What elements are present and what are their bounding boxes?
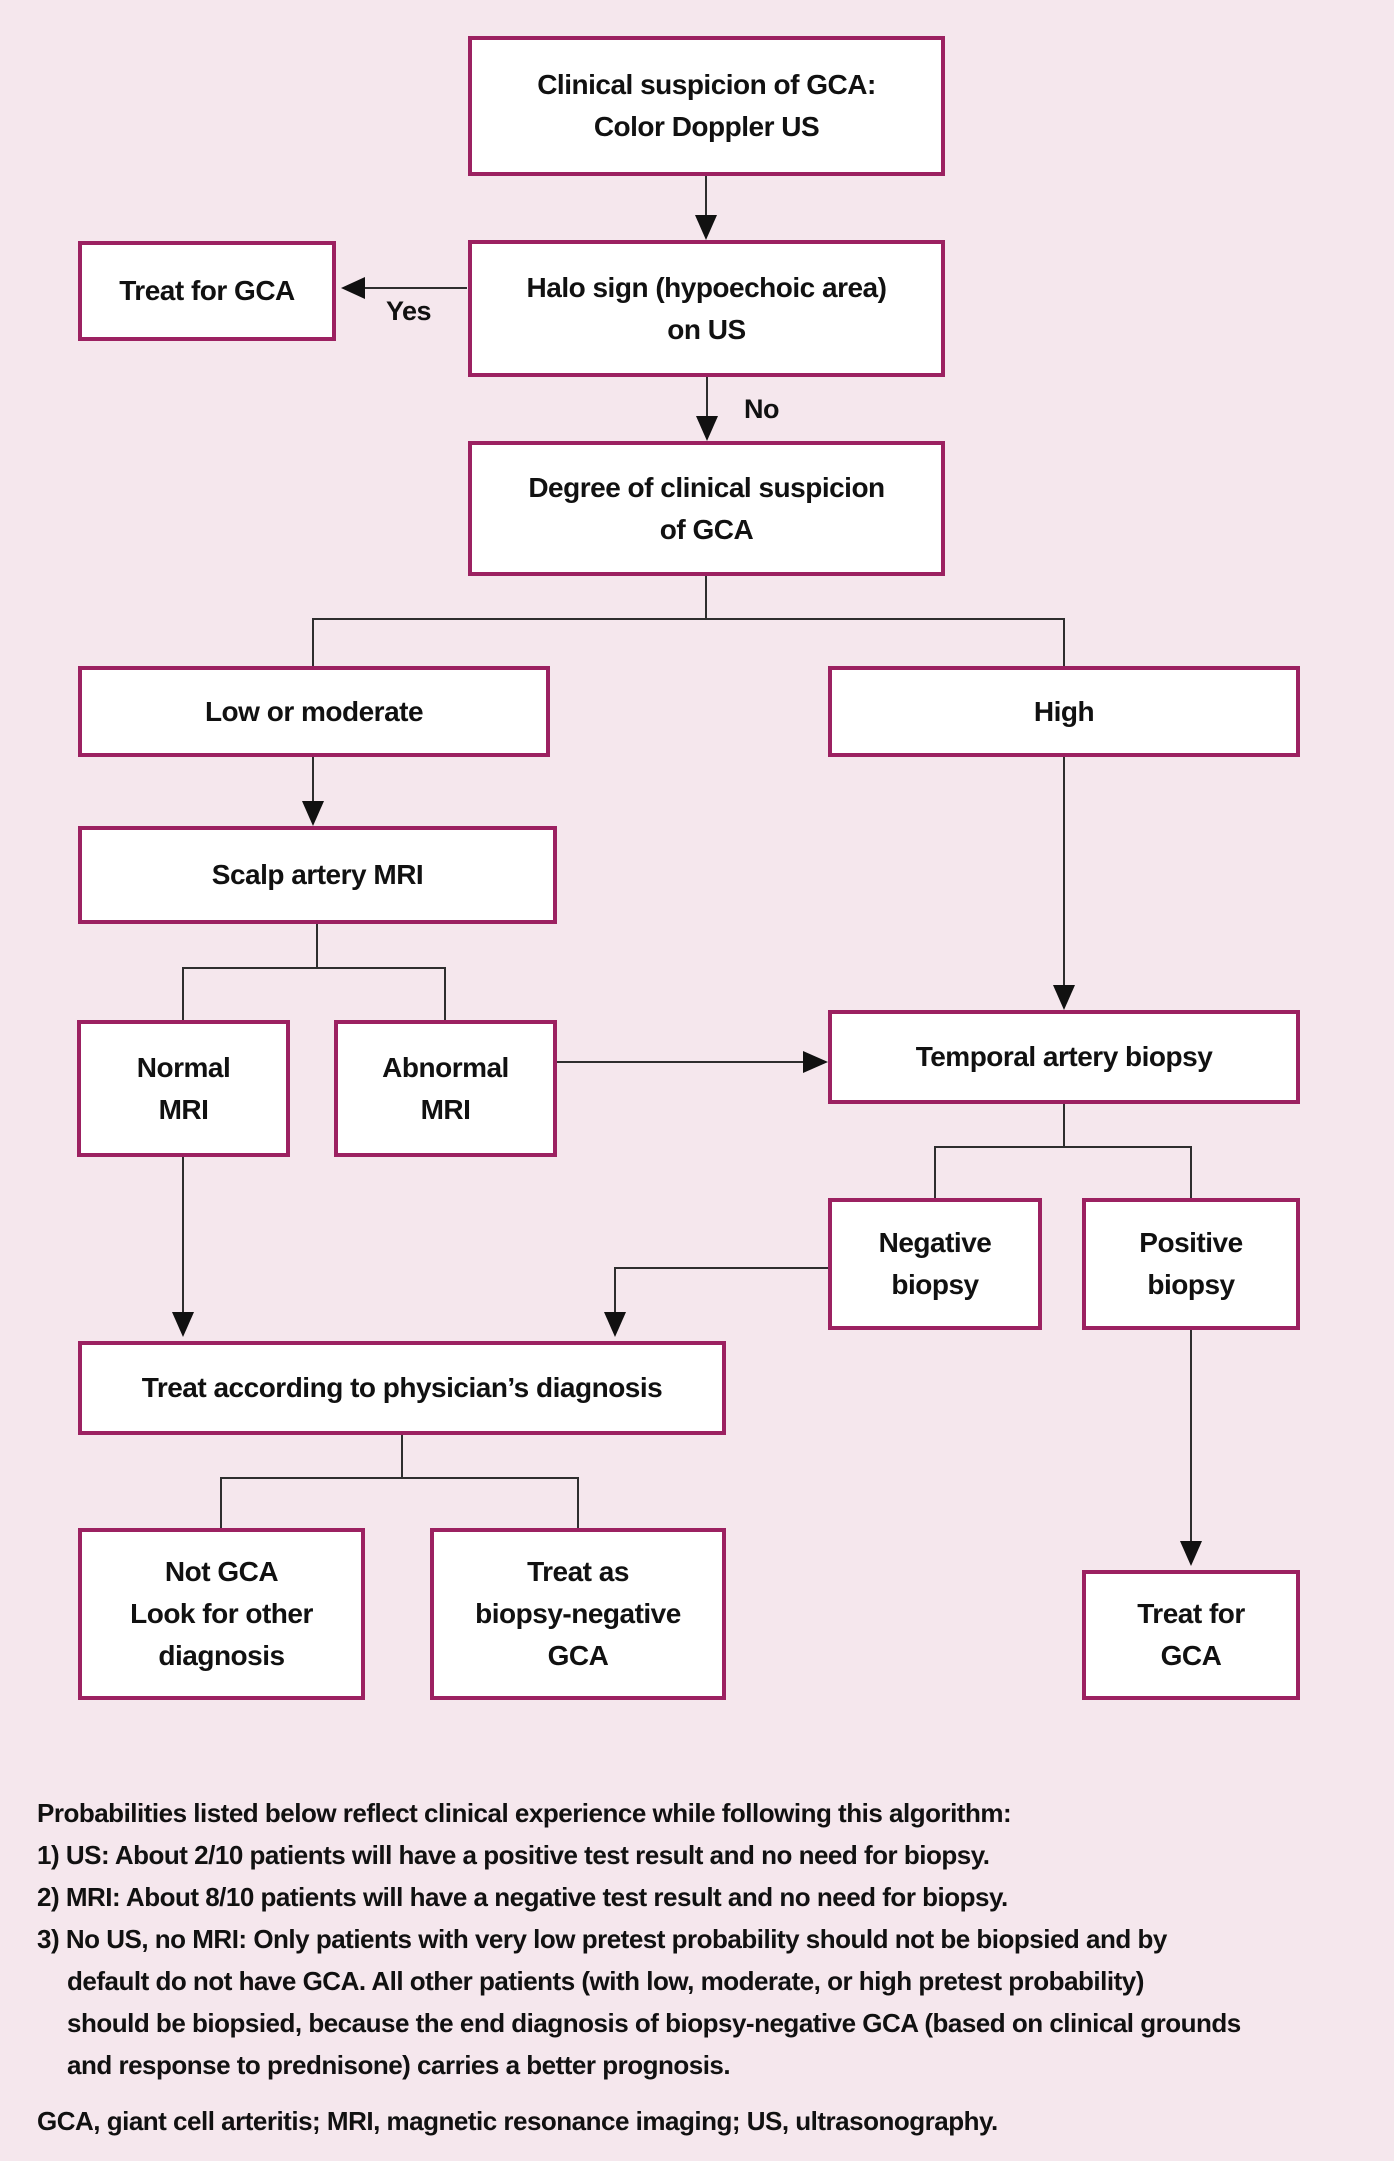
arrowhead-down-icon xyxy=(1053,985,1075,1010)
footer-note-line: 3) No US, no MRI: Only patients with ver… xyxy=(37,1924,1167,1954)
edge-physician-branch xyxy=(220,1435,579,1528)
node-halo-sign: Halo sign (hypoechoic area) on US xyxy=(468,240,945,377)
node-treat-for-gca-top: Treat for GCA xyxy=(78,241,336,341)
edge-degree-branch xyxy=(312,576,1065,666)
arrowhead-down-icon xyxy=(302,801,324,826)
footer-note-line: and response to prednisone) carries a be… xyxy=(67,2050,731,2080)
node-low-or-moderate: Low or moderate xyxy=(78,666,550,757)
arrowhead-down-icon xyxy=(696,416,718,441)
node-treat-per-physician: Treat according to physician’s diagnosis xyxy=(78,1341,726,1435)
footer-note-line: should be biopsied, because the end diag… xyxy=(67,2008,1241,2038)
edge-label-yes: Yes xyxy=(386,296,432,326)
arrowhead-down-icon xyxy=(695,215,717,240)
node-not-gca: Not GCA Look for other diagnosis xyxy=(78,1528,365,1700)
edge-mri-branch xyxy=(182,924,446,1020)
edge-biopsy-branch xyxy=(934,1104,1192,1198)
arrowhead-left-icon xyxy=(341,277,365,299)
footer-notes: Probabilities listed below reflect clini… xyxy=(37,1792,1377,2142)
node-temporal-artery-biopsy: Temporal artery biopsy xyxy=(828,1010,1300,1104)
node-treat-biopsy-negative: Treat as biopsy-negative GCA xyxy=(430,1528,726,1700)
footer-note-line: Probabilities listed below reflect clini… xyxy=(37,1798,1012,1828)
arrowhead-down-icon xyxy=(1180,1541,1202,1566)
node-high: High xyxy=(828,666,1300,757)
arrowhead-down-icon xyxy=(604,1312,626,1337)
footer-note-line: 1) US: About 2/10 patients will have a p… xyxy=(37,1840,990,1870)
node-clinical-suspicion: Clinical suspicion of GCA: Color Doppler… xyxy=(468,36,945,176)
abbreviations-line: GCA, giant cell arteritis; MRI, magnetic… xyxy=(37,2106,998,2136)
node-treat-for-gca-bottom: Treat for GCA xyxy=(1082,1570,1300,1700)
arrowhead-down-icon xyxy=(172,1312,194,1337)
node-scalp-artery-mri: Scalp artery MRI xyxy=(78,826,557,924)
footer-note-line: default do not have GCA. All other patie… xyxy=(67,1966,1144,1996)
arrowhead-right-icon xyxy=(803,1051,828,1073)
node-degree-of-suspicion: Degree of clinical suspicion of GCA xyxy=(468,441,945,576)
edge-negative-to-physician xyxy=(614,1267,828,1325)
node-abnormal-mri: Abnormal MRI xyxy=(334,1020,557,1157)
edge-label-no: No xyxy=(744,394,780,424)
node-negative-biopsy: Negative biopsy xyxy=(828,1198,1042,1330)
node-positive-biopsy: Positive biopsy xyxy=(1082,1198,1300,1330)
node-normal-mri: Normal MRI xyxy=(77,1020,290,1157)
footer-note-line: 2) MRI: About 8/10 patients will have a … xyxy=(37,1882,1008,1912)
